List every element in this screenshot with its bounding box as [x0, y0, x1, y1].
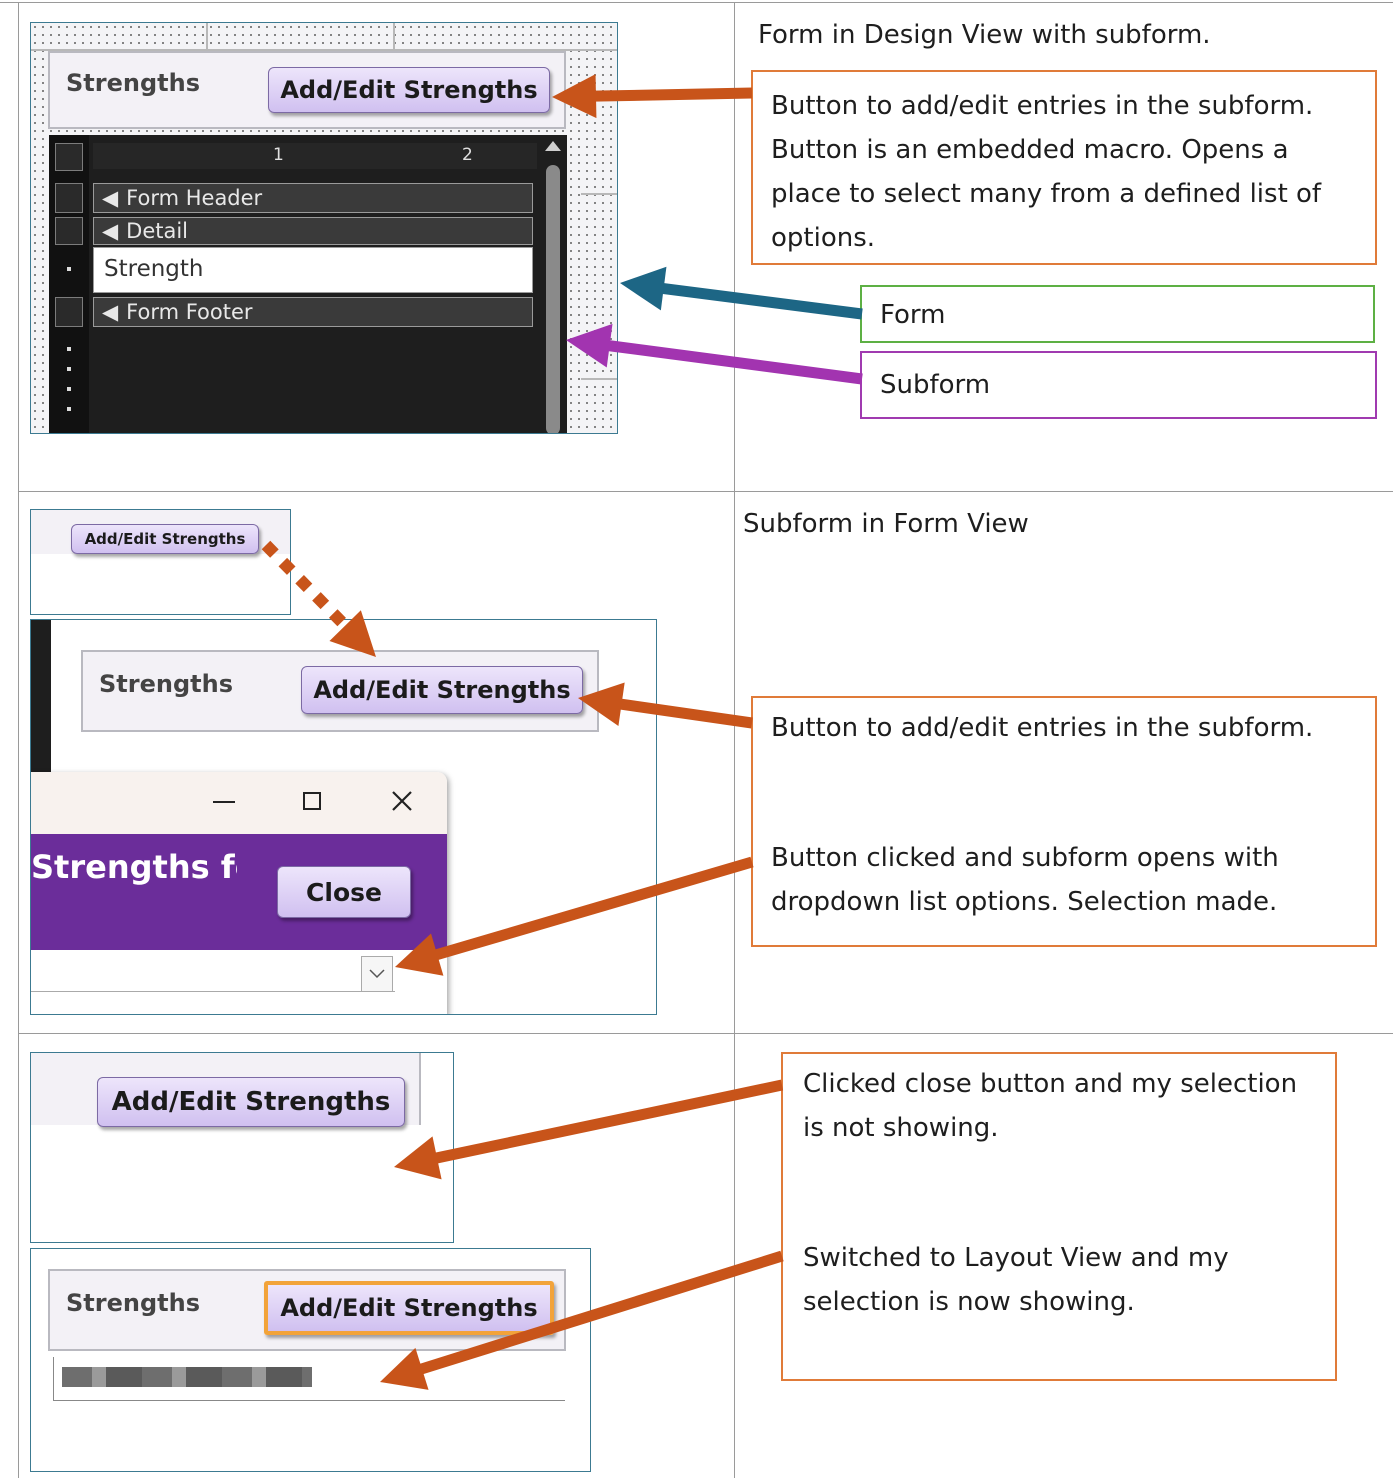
section-selector-header[interactable]: [55, 183, 83, 213]
collapse-arrow-icon: ◀: [102, 219, 119, 243]
row3-form-view-screenshot: Add/Edit Strengths: [30, 1052, 454, 1243]
note-text: Button to add/edit entries in the subfor…: [771, 91, 1322, 253]
close-icon[interactable]: [391, 790, 413, 812]
note-close-and-layout: Clicked close button and my selection is…: [781, 1052, 1337, 1381]
strengths-label: Strengths: [66, 1289, 200, 1317]
design-grid-line: [581, 193, 617, 195]
popup-close-button[interactable]: Close: [277, 866, 411, 918]
collapse-arrow-icon: ◀: [102, 300, 119, 324]
row3-layout-view-screenshot: Strengths Add/Edit Strengths: [30, 1248, 591, 1472]
row1-caption: Form in Design View with subform.: [758, 20, 1211, 50]
row1-design-view-screenshot: Strengths Add/Edit Strengths 1 2 ◀ Form …: [30, 22, 618, 434]
ruler-mark-2: 2: [462, 145, 473, 165]
form-header-panel: Strengths Add/Edit Strengths: [48, 1269, 566, 1351]
strengths-label: Strengths: [99, 670, 233, 698]
form-header-panel: Strengths Add/Edit Strengths: [48, 51, 566, 129]
note-subform: Subform: [860, 351, 1377, 419]
note-text: Button clicked and subform opens with dr…: [771, 843, 1279, 917]
section-label: Form Header: [126, 186, 263, 210]
note-text: Clicked close button and my selection is…: [803, 1069, 1298, 1143]
form-footer-section-bar[interactable]: ◀ Form Footer: [93, 297, 533, 327]
left-dark-edge: [31, 620, 51, 780]
add-edit-strengths-button-small[interactable]: Add/Edit Strengths: [71, 524, 259, 554]
row2-form-view-screenshot: Strengths Add/Edit Strengths Strengths f…: [30, 619, 657, 1015]
add-edit-strengths-button-selected[interactable]: Add/Edit Strengths: [264, 1281, 554, 1335]
ruler-mark-1: 1: [273, 145, 284, 165]
popup-window: Strengths fc Close: [31, 772, 447, 1014]
strength-combobox[interactable]: [31, 950, 395, 992]
table-row-divider-2: [18, 1033, 1393, 1034]
table-column-divider: [734, 2, 735, 1478]
table-border-left: [18, 2, 19, 1478]
note-text: Switched to Layout View and my selection…: [803, 1243, 1229, 1317]
section-selector-detail[interactable]: [55, 217, 83, 245]
subform-control: 1 2 ◀ Form Header ◀ Detail Strength ◀ Fo…: [49, 135, 567, 433]
popup-title: Strengths fc: [31, 848, 237, 886]
row2-small-screenshot: Add/Edit Strengths: [30, 509, 291, 615]
note-text: Subform: [880, 370, 991, 400]
arrow-to-form-shaft: [660, 282, 863, 320]
row2-caption: Subform in Form View: [743, 509, 1029, 539]
strength-record-field[interactable]: [53, 1357, 565, 1401]
chevron-down-icon: [369, 969, 385, 979]
horizontal-ruler: 1 2: [93, 143, 537, 169]
collapse-arrow-icon: ◀: [102, 186, 119, 210]
detail-selector-mark: [67, 267, 71, 271]
scroll-up-icon[interactable]: [545, 141, 561, 151]
form-header-section-bar[interactable]: ◀ Form Header: [93, 183, 533, 213]
design-grid-line: [393, 23, 395, 49]
add-edit-strengths-button[interactable]: Add/Edit Strengths: [97, 1077, 405, 1127]
redacted-selection-value: [62, 1367, 312, 1387]
popup-titlebar: [31, 772, 447, 834]
maximize-icon[interactable]: [303, 792, 321, 810]
ruler-dots: [113, 154, 533, 157]
add-edit-strengths-button[interactable]: Add/Edit Strengths: [268, 67, 550, 113]
section-label: Form Footer: [126, 300, 253, 324]
add-edit-strengths-button[interactable]: Add/Edit Strengths: [301, 666, 583, 714]
detail-section-bar[interactable]: ◀ Detail: [93, 217, 533, 245]
scroll-thumb[interactable]: [546, 165, 560, 433]
minimize-icon[interactable]: [213, 801, 235, 803]
vertical-ruler-marks: [67, 347, 71, 427]
table-border-top: [0, 2, 1393, 3]
section-selector-footer[interactable]: [55, 297, 83, 327]
form-selector[interactable]: [55, 143, 83, 171]
design-grid-line: [31, 49, 617, 51]
section-label: Detail: [126, 219, 189, 243]
form-header-panel: Strengths Add/Edit Strengths: [81, 650, 599, 732]
strength-field[interactable]: Strength: [93, 247, 533, 293]
design-grid-line: [206, 23, 208, 49]
note-form: Form: [860, 285, 1375, 343]
note-button-design: Button to add/edit entries in the subfor…: [751, 70, 1377, 265]
note-text: Button to add/edit entries in the subfor…: [771, 713, 1314, 743]
arrow-to-form-head: [620, 266, 667, 311]
popup-header: Strengths fc Close: [31, 834, 447, 950]
vertical-scrollbar[interactable]: [541, 135, 565, 433]
table-row-divider-1: [18, 491, 1393, 492]
note-button-form-view: Button to add/edit entries in the subfor…: [751, 696, 1377, 947]
dropdown-button[interactable]: [361, 956, 393, 992]
note-text: Form: [880, 300, 946, 330]
strengths-label: Strengths: [66, 69, 200, 97]
design-grid-line: [581, 378, 617, 380]
arrow-to-empty-area-shaft: [433, 1079, 784, 1164]
